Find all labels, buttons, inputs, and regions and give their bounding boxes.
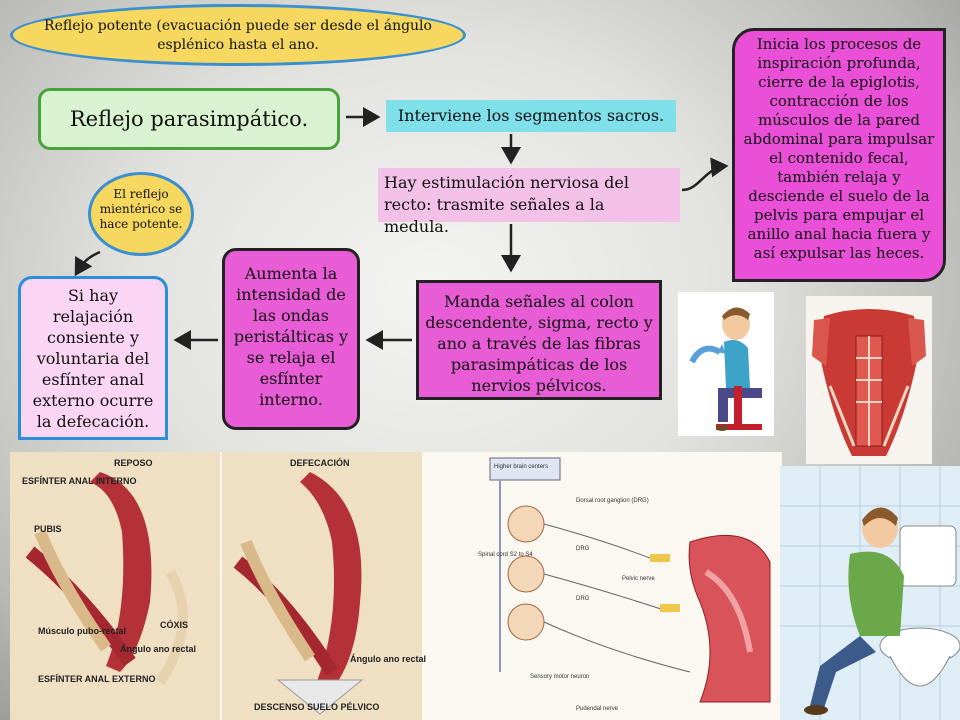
top-ellipse-note: Reflejo potente (evacuación puede ser de… xyxy=(10,4,466,66)
label-spinal-cord: Spinal cord S2 to S4 xyxy=(478,552,533,558)
defecation-box: Si hay relajación consiente y voluntaria… xyxy=(18,276,168,440)
label-musculo: Músculo pubo-rectal xyxy=(38,626,126,636)
right-process-box: Inicia los procesos de inspiración profu… xyxy=(732,28,946,282)
anorectal-anatomy-icon: ESFÍNTER ANAL INTERNO REPOSO DEFECACIÓN … xyxy=(10,452,782,720)
label-angulo: Ángulo ano rectal xyxy=(120,644,196,654)
peristaltic-box: Aumenta la intensidad de las ondas peris… xyxy=(222,248,360,430)
stimulation-box: Hay estimulación nerviosa del recto: tra… xyxy=(378,168,680,236)
label-sensory-motor: Sensory motor neuron xyxy=(530,674,589,680)
main-title-box: Reflejo parasimpático. xyxy=(38,88,340,150)
label-coxis: CÓXIS xyxy=(160,619,188,630)
label-drg-1: DRG xyxy=(576,546,590,552)
myenteric-ellipse: El reflejo mientérico se hace potente. xyxy=(88,172,194,256)
label-angulo-2: Ángulo ano rectal xyxy=(350,654,426,664)
label-higher-brain: Higher brain centers xyxy=(494,464,548,470)
signals-box: Manda señales al colon descendente, sigm… xyxy=(416,280,662,400)
abdominal-muscles-icon xyxy=(806,296,932,464)
label-esfinter-interno: ESFÍNTER ANAL INTERNO xyxy=(22,476,137,486)
label-esfinter-externo: ESFÍNTER ANAL EXTERNO xyxy=(38,674,156,684)
person-on-toilet-icon xyxy=(780,466,960,720)
arrow-stimulation-to-right xyxy=(681,157,729,192)
arrow-myenteric-to-defecation xyxy=(74,250,101,277)
sacral-box: Interviene los segmentos sacros. xyxy=(386,100,676,132)
label-descenso: DESCENSO SUELO PÉLVICO xyxy=(254,702,379,712)
label-drg-2: DRG xyxy=(576,596,590,602)
label-reposo: REPOSO xyxy=(114,458,153,468)
label-pelvic-nerve: Pelvic nerve xyxy=(622,576,655,582)
label-pubis: PUBIS xyxy=(34,524,62,534)
label-defecacion: DEFECACIÓN xyxy=(290,457,350,468)
person-sitting-icon xyxy=(678,292,774,436)
label-drg-full: Dorsal root ganglion (DRG) xyxy=(576,498,649,504)
nerve-pathway-icon: Higher brain centers Dorsal root ganglio… xyxy=(478,457,771,712)
label-pudendal: Pudendal nerve xyxy=(576,706,619,712)
